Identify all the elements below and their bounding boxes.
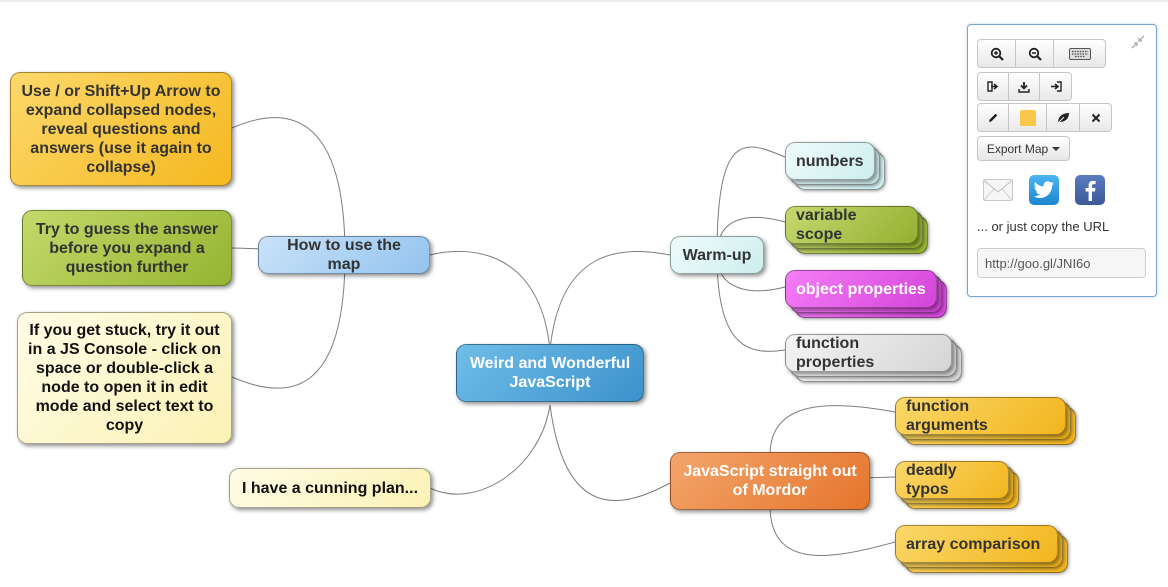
node-label: Weird and Wonderful JavaScript [469, 355, 631, 391]
node-label: function properties [796, 335, 875, 371]
email-icon [983, 179, 1013, 201]
download-button[interactable] [1009, 73, 1040, 100]
instruction-node-guess[interactable]: Try to guess the answer before you expan… [22, 210, 232, 286]
twitter-icon [1033, 181, 1054, 198]
facebook-button[interactable] [1075, 175, 1105, 205]
zoom-in-button[interactable] [978, 40, 1016, 67]
keyboard-icon [1068, 47, 1091, 60]
facebook-icon [1085, 180, 1096, 201]
export-map-button[interactable]: Export Map [977, 136, 1070, 161]
top-border [0, 0, 1168, 2]
close-button[interactable] [1080, 104, 1111, 131]
topic-node-object-properties[interactable]: object properties [785, 270, 937, 308]
leaf-button[interactable] [1047, 104, 1080, 131]
sign-in-icon [1050, 81, 1062, 92]
topic-node-function-properties[interactable]: function properties [785, 334, 952, 372]
leaf-node-cunning-plan[interactable]: I have a cunning plan... [229, 468, 431, 508]
zoom-out-button[interactable] [1016, 40, 1054, 67]
edit-button-group [977, 103, 1112, 132]
node-label: deadly typos [906, 462, 957, 498]
node-label: Warm-up [682, 246, 752, 264]
twitter-button[interactable] [1029, 175, 1059, 205]
export-map-label: Export Map [986, 141, 1049, 156]
topic-node-numbers[interactable]: numbers [785, 142, 875, 180]
collapse-icon[interactable] [1128, 34, 1148, 54]
share-out-button[interactable] [978, 73, 1009, 100]
node-label: variable scope [796, 207, 857, 243]
node-label: How to use the map [287, 237, 401, 273]
caret-down-icon [1052, 146, 1061, 151]
topic-node-function-arguments[interactable]: function arguments [895, 397, 1066, 435]
node-label: Try to guess the answer before you expan… [35, 220, 219, 276]
topic-node-array-comparison[interactable]: array comparison [895, 525, 1058, 563]
download-icon [1018, 81, 1030, 93]
color-picker-button[interactable] [1009, 104, 1047, 131]
instruction-node-console[interactable]: If you get stuck, try it out in a JS Con… [17, 312, 232, 444]
topic-node-deadly-typos[interactable]: deadly typos [895, 461, 1009, 499]
sign-in-button[interactable] [1040, 73, 1071, 100]
close-icon [1091, 113, 1100, 122]
branch-node-mordor[interactable]: JavaScript straight out of Mordor [670, 452, 870, 510]
central-node[interactable]: Weird and Wonderful JavaScript [456, 344, 644, 402]
edit-button[interactable] [978, 104, 1009, 131]
branch-node-how-to-use[interactable]: How to use the map [258, 236, 430, 274]
leaf-icon [1056, 112, 1069, 124]
node-label: Use / or Shift+Up Arrow to expand collap… [21, 82, 221, 176]
node-label: I have a cunning plan... [241, 479, 419, 497]
instruction-node-expand[interactable]: Use / or Shift+Up Arrow to expand collap… [10, 72, 232, 186]
topic-node-variable-scope[interactable]: variable scope [785, 206, 918, 244]
keyboard-button[interactable] [1054, 40, 1105, 67]
share-out-icon [987, 81, 999, 92]
zoom-out-icon [1028, 47, 1042, 61]
pencil-icon [989, 113, 998, 122]
node-label: numbers [796, 152, 864, 170]
branch-node-warm-up[interactable]: Warm-up [670, 236, 764, 274]
share-url-field[interactable] [977, 248, 1146, 278]
color-swatch [1019, 109, 1036, 126]
node-label: JavaScript straight out of Mordor [683, 463, 857, 499]
node-label: object properties [796, 280, 926, 298]
zoom-in-icon [990, 47, 1004, 61]
node-label: If you get stuck, try it out in a JS Con… [28, 322, 221, 434]
node-label: array comparison [906, 535, 1041, 553]
zoom-button-group [977, 39, 1106, 68]
node-label: function arguments [906, 398, 988, 434]
share-button-group [977, 72, 1072, 101]
email-button[interactable] [983, 175, 1013, 205]
copy-url-hint: ... or just copy the URL [977, 219, 1110, 234]
